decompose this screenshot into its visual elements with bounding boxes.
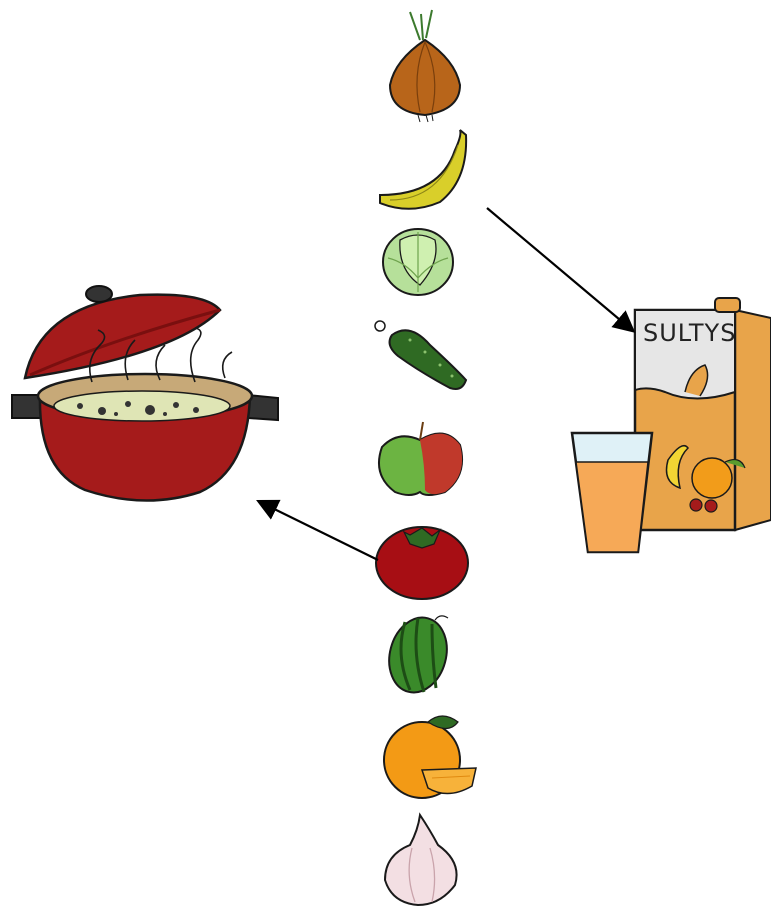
arrow-to-soup xyxy=(260,502,378,560)
banana-icon xyxy=(380,130,466,209)
apple-icon xyxy=(379,422,462,495)
orange-icon xyxy=(384,716,476,798)
onion-icon xyxy=(390,10,460,122)
juice-brand-label: SULTYS xyxy=(643,319,736,347)
juice-box-icon: SULTYS xyxy=(635,298,771,530)
juice-glass-icon xyxy=(572,433,652,552)
cabbage-icon xyxy=(383,229,453,295)
cucumber-icon xyxy=(375,321,466,389)
tomato-icon xyxy=(376,527,468,599)
garlic-icon xyxy=(385,815,457,905)
arrow-to-juice xyxy=(487,208,632,330)
watermelon-icon xyxy=(381,611,455,699)
soup-pot-icon xyxy=(12,286,278,501)
